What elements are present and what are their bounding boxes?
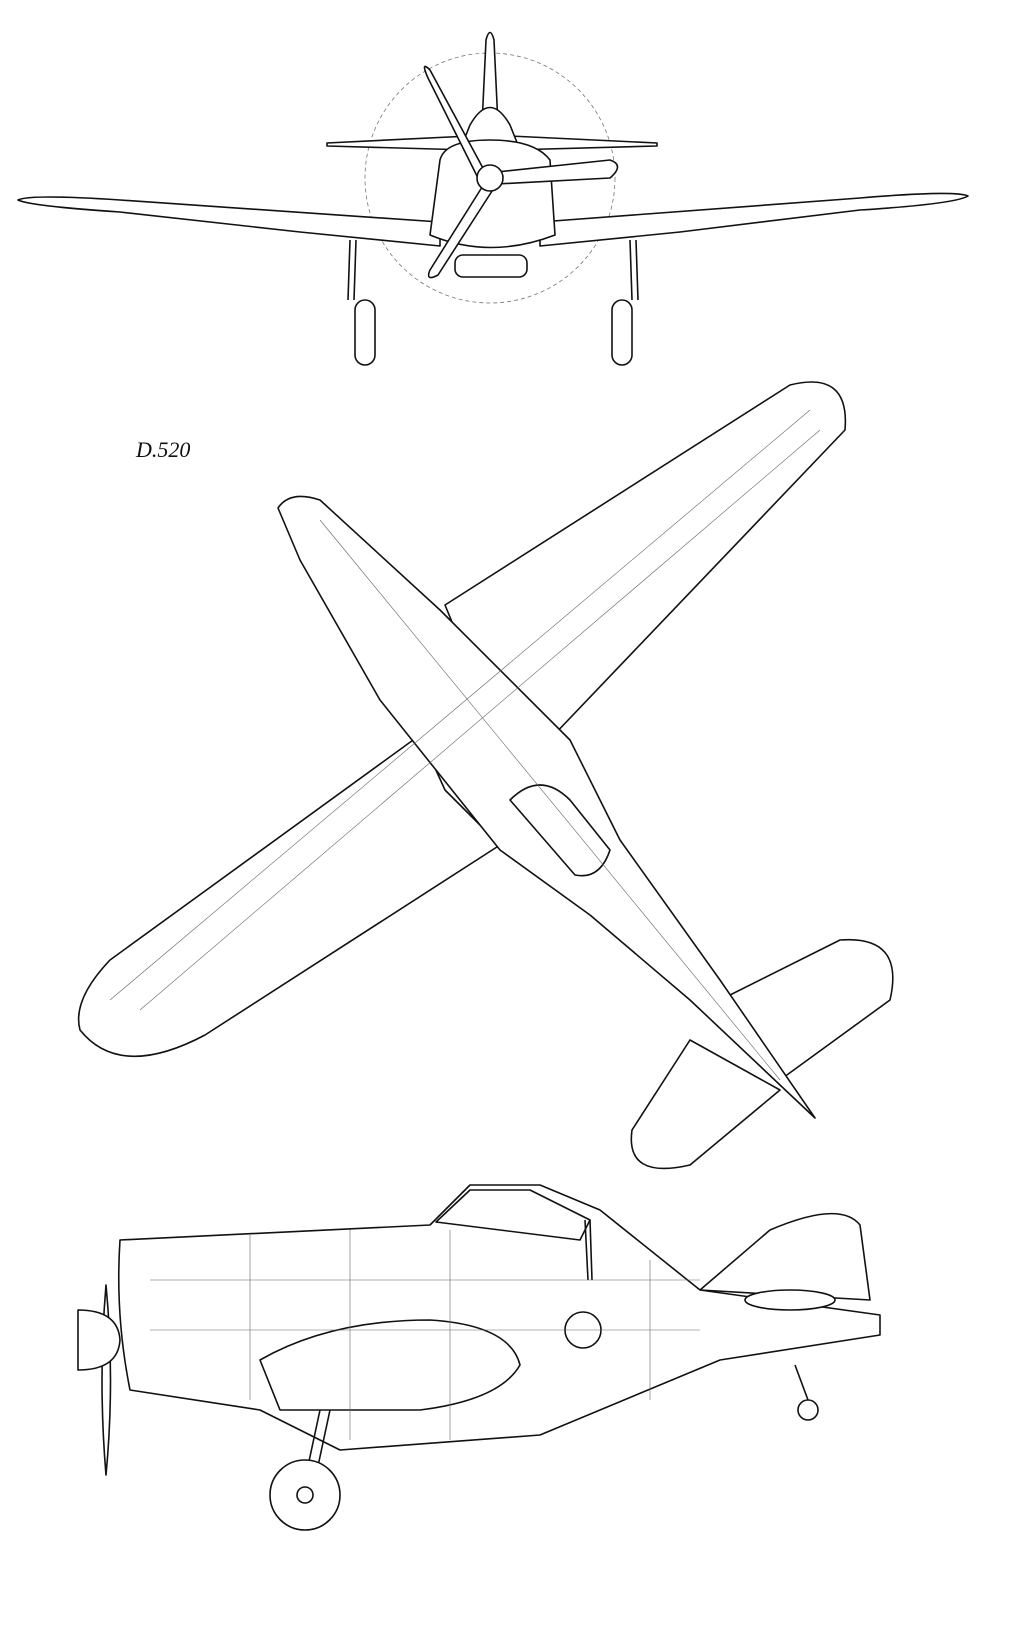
main-wheel — [269, 1459, 341, 1531]
right-wheel — [611, 299, 633, 366]
wheel-hub — [296, 1486, 314, 1504]
left-wheel — [354, 299, 376, 366]
tail-wheel — [797, 1399, 819, 1421]
propeller-blade — [427, 183, 495, 279]
panel-lines — [150, 1230, 700, 1440]
propeller-blade — [423, 65, 485, 179]
right-wing — [539, 192, 969, 247]
right-wing-planform — [444, 381, 847, 761]
top-view — [77, 381, 894, 1170]
wing-root-side — [259, 1319, 521, 1411]
tailplane-side — [744, 1289, 836, 1311]
left-wing-planform — [77, 734, 501, 1058]
aircraft-designation-label: D.520 — [136, 437, 191, 462]
right-tailplane — [719, 938, 894, 1081]
tail-wheel-leg — [794, 1364, 809, 1401]
panel-lines — [109, 409, 821, 1081]
fin-side — [699, 1212, 871, 1301]
cockpit-canopy — [509, 784, 611, 877]
antenna-mast — [584, 1219, 593, 1281]
side-view — [77, 1184, 881, 1531]
canopy-side — [435, 1189, 591, 1241]
propeller-side — [101, 1284, 112, 1476]
landing-gear-legs — [347, 239, 639, 301]
spinner — [476, 164, 504, 192]
spinner-side — [77, 1309, 121, 1371]
fuselage-front — [429, 139, 556, 249]
propeller-blade — [496, 159, 619, 185]
left-wing — [17, 196, 441, 247]
radiator-intake — [454, 254, 528, 278]
left-tailplane — [630, 1039, 781, 1170]
front-view — [17, 31, 969, 366]
